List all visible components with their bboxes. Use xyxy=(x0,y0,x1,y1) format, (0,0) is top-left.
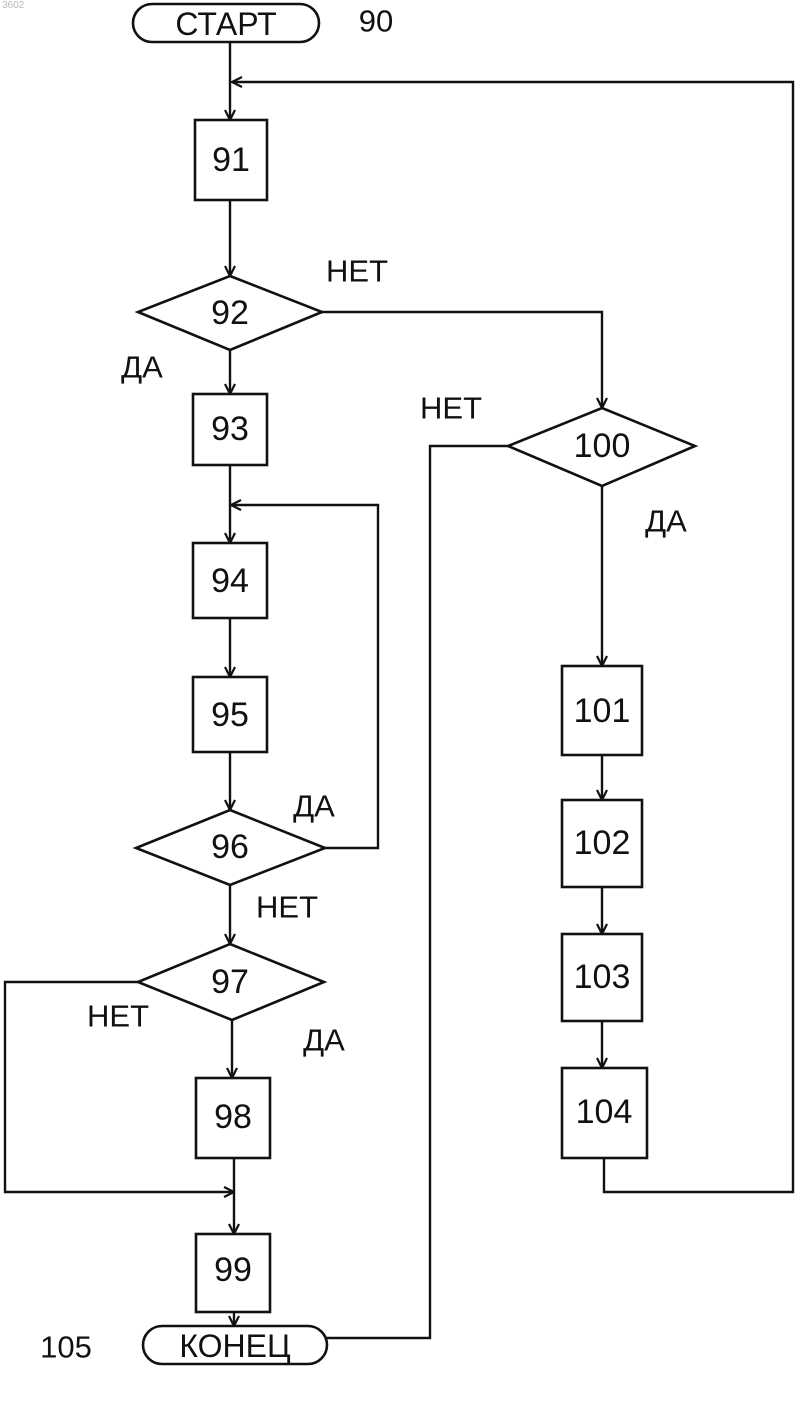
block-91: 91 xyxy=(195,120,267,200)
block-102: 102 xyxy=(562,800,642,887)
end-terminal-label: КОНЕЦ xyxy=(179,1328,291,1364)
decision-97: 97 xyxy=(138,944,324,1020)
start-terminal-label: СТАРТ xyxy=(175,6,276,42)
block-95: 95 xyxy=(193,677,267,752)
decision-96-no-label: НЕТ xyxy=(256,890,318,925)
decision-96-yes-label: ДА xyxy=(293,789,335,824)
decision-100-no-label: НЕТ xyxy=(420,391,482,426)
decision-100-label: 100 xyxy=(574,427,631,465)
end-ref-number: 105 xyxy=(40,1330,92,1365)
block-94: 94 xyxy=(193,543,267,618)
block-99-label: 99 xyxy=(214,1251,252,1289)
block-98-label: 98 xyxy=(214,1098,252,1136)
block-98: 98 xyxy=(196,1078,270,1158)
block-102-label: 102 xyxy=(574,824,631,862)
decision-96-label: 96 xyxy=(211,828,249,866)
block-94-label: 94 xyxy=(211,562,249,600)
block-99: 99 xyxy=(196,1234,270,1312)
start-terminal: СТАРТ xyxy=(133,4,319,42)
block-95-label: 95 xyxy=(211,696,249,734)
block-103-label: 103 xyxy=(574,958,631,996)
block-93-label: 93 xyxy=(211,410,249,448)
end-terminal: КОНЕЦ xyxy=(143,1326,327,1364)
decision-97-no-label: НЕТ xyxy=(87,999,149,1034)
block-103: 103 xyxy=(562,934,642,1021)
block-101: 101 xyxy=(562,666,642,755)
block-101-label: 101 xyxy=(574,692,631,730)
decision-92-label: 92 xyxy=(211,294,249,332)
decision-92-no-label: НЕТ xyxy=(326,254,388,289)
decision-97-yes-label: ДА xyxy=(303,1023,345,1058)
decision-100-yes-label: ДА xyxy=(645,504,687,539)
connectors xyxy=(5,42,793,1338)
block-93: 93 xyxy=(193,394,267,465)
decision-92-yes-label: ДА xyxy=(121,350,163,385)
block-104-label: 104 xyxy=(576,1093,633,1131)
start-ref-number: 90 xyxy=(359,4,393,39)
block-104: 104 xyxy=(562,1068,647,1158)
decision-92: 92 xyxy=(138,276,322,350)
block-91-label: 91 xyxy=(212,141,250,179)
decision-100: 100 xyxy=(508,408,695,486)
decision-97-label: 97 xyxy=(211,963,249,1001)
